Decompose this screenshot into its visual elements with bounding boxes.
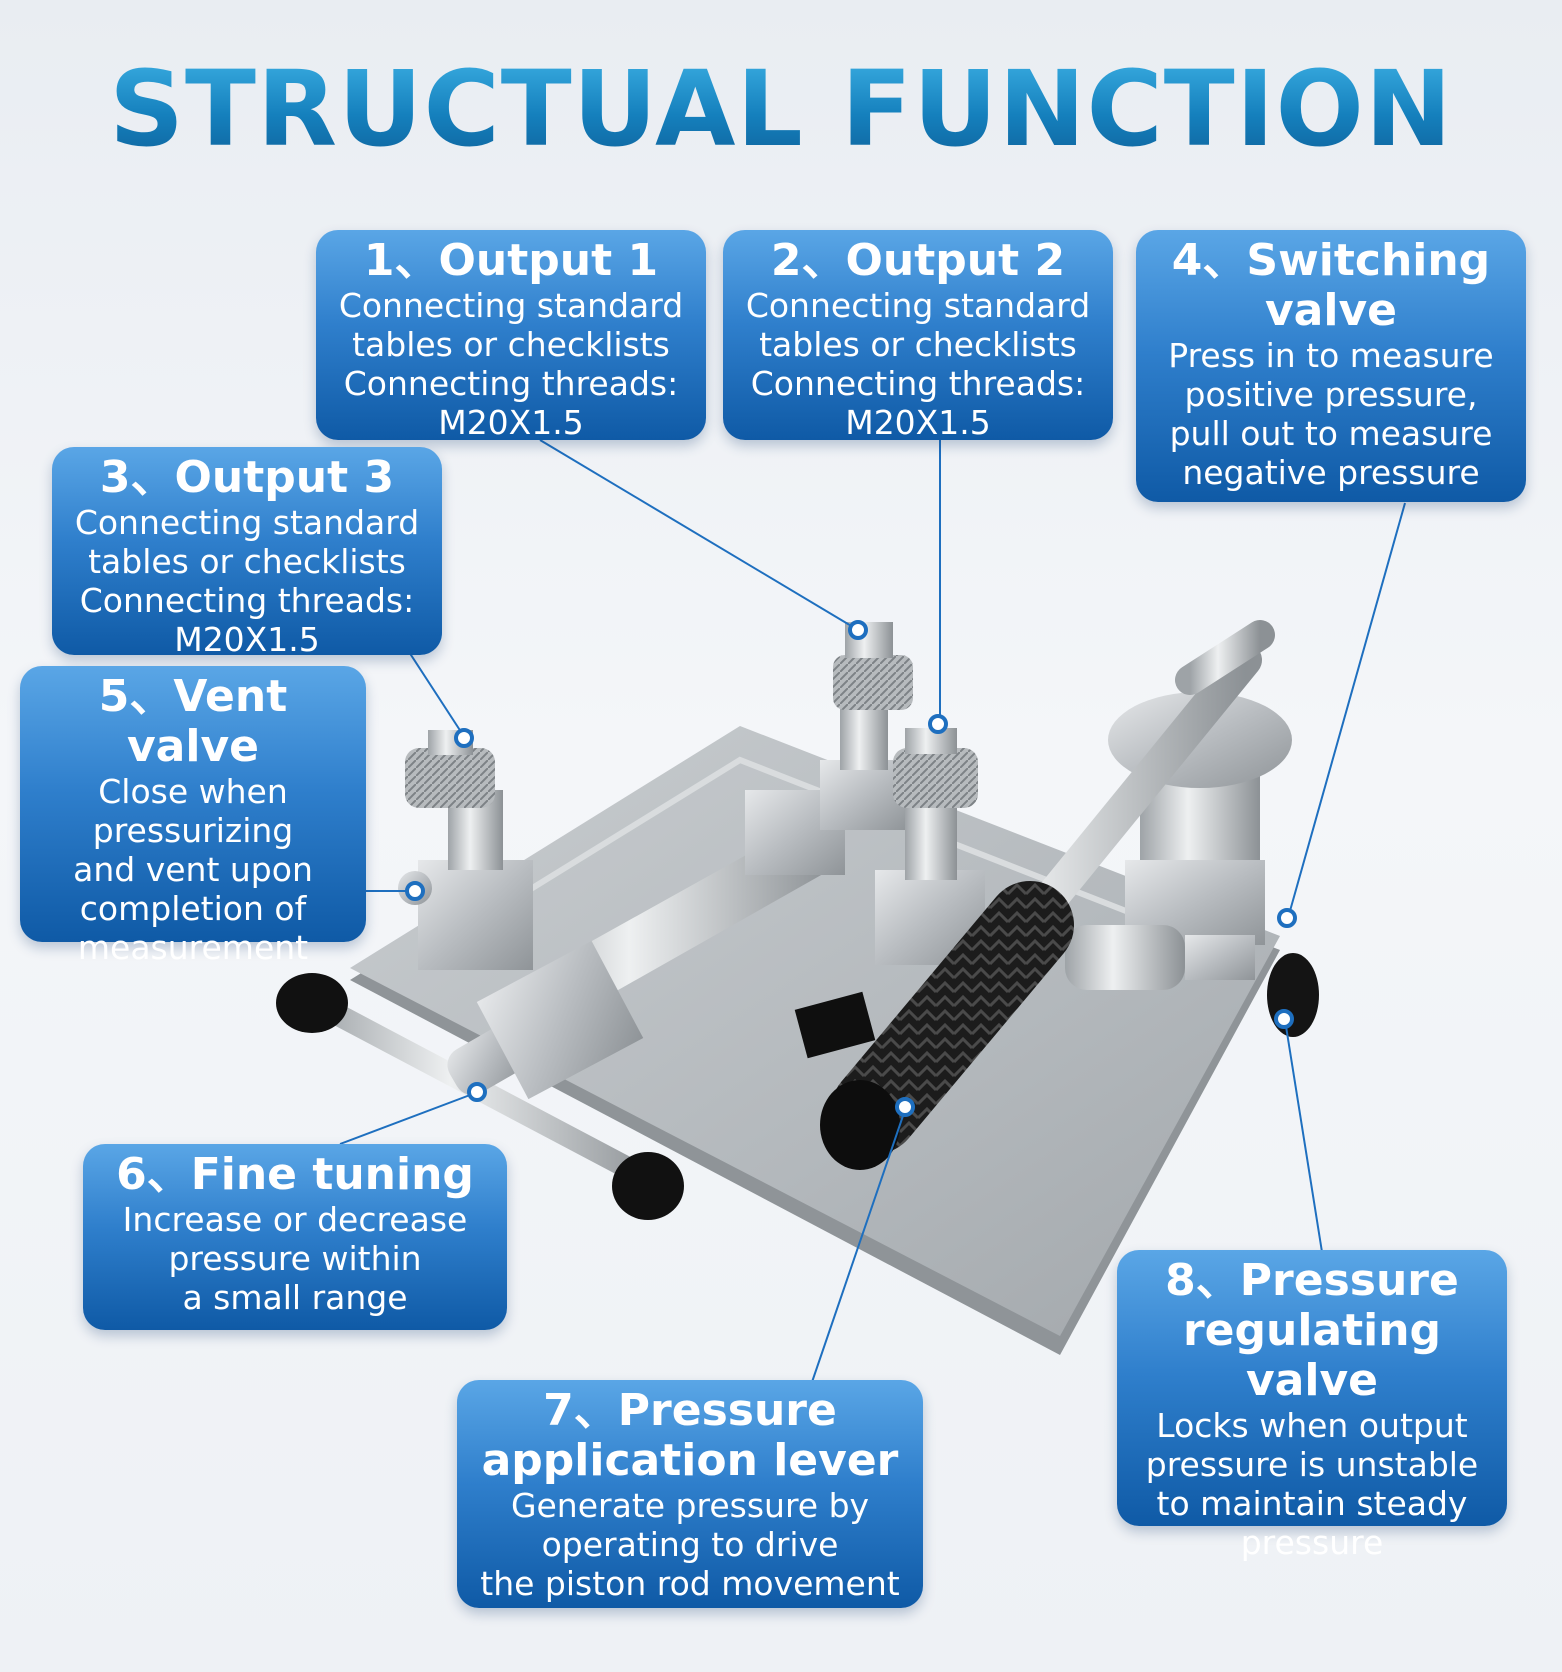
pressure-lever bbox=[794, 620, 1275, 1170]
callout-line: pressure bbox=[1240, 1523, 1384, 1562]
callout-line: the piston rod movement bbox=[480, 1564, 900, 1603]
callout-heading: 3、Output 3 bbox=[99, 452, 395, 503]
marker-output-3 bbox=[454, 728, 474, 748]
callout-heading: application lever bbox=[481, 1435, 899, 1486]
marker-switching-valve bbox=[1277, 908, 1297, 928]
callout-regulating-valve: 8、Pressure regulating valve Locks when o… bbox=[1117, 1250, 1507, 1562]
callout-line: pressure within bbox=[168, 1239, 422, 1278]
callout-heading: 8、Pressure bbox=[1165, 1255, 1459, 1306]
output-3-column bbox=[405, 730, 533, 970]
callout-line: Connecting standard bbox=[74, 503, 420, 542]
callout-line: Generate pressure by bbox=[510, 1486, 870, 1525]
callout-line: tables or checklists bbox=[88, 542, 406, 581]
callout-heading: valve bbox=[1265, 285, 1397, 336]
callout-line: Connecting standard bbox=[338, 286, 684, 325]
callout-line: Locks when output bbox=[1156, 1406, 1468, 1445]
callout-heading: 5、Vent valve bbox=[98, 671, 288, 772]
callout-line: Press in to measure bbox=[1168, 336, 1494, 375]
main-cylinder bbox=[476, 790, 845, 1100]
callout-line: Connecting threads: bbox=[79, 581, 415, 620]
callout-heading: 2、Output 2 bbox=[770, 235, 1066, 286]
callout-line: to maintain steady bbox=[1156, 1484, 1468, 1523]
callout-fine-tuning: 6、Fine tuning Increase or decrease press… bbox=[83, 1144, 507, 1330]
marker-pressure-lever bbox=[895, 1097, 915, 1117]
callout-line: negative pressure bbox=[1182, 453, 1480, 492]
callout-line: positive pressure, bbox=[1184, 375, 1478, 414]
marker-fine-tuning bbox=[467, 1082, 487, 1102]
callout-line: pressure is unstable bbox=[1145, 1445, 1479, 1484]
page-title: STRUCTUAL FUNCTION bbox=[0, 48, 1562, 170]
callout-line: measurement bbox=[77, 928, 309, 967]
callout-line: Connecting threads: bbox=[343, 364, 679, 403]
callout-heading: 1、Output 1 bbox=[363, 235, 659, 286]
callout-line: tables or checklists bbox=[759, 325, 1077, 364]
callout-line: M20X1.5 bbox=[845, 403, 991, 442]
callout-output-2: 2、Output 2 Connecting standard tables or… bbox=[723, 230, 1113, 442]
callout-line: M20X1.5 bbox=[438, 403, 584, 442]
callout-line: Increase or decrease bbox=[122, 1200, 468, 1239]
output-2-column bbox=[875, 728, 985, 965]
callout-line: completion of bbox=[79, 889, 307, 928]
callout-line: Connecting threads: bbox=[750, 364, 1086, 403]
callout-line: and vent upon bbox=[73, 850, 313, 889]
callout-line: a small range bbox=[182, 1278, 408, 1317]
marker-regulating-valve bbox=[1274, 1009, 1294, 1029]
leader-lines bbox=[339, 439, 1406, 1386]
callout-heading: 6、Fine tuning bbox=[116, 1149, 474, 1200]
callout-line: Close when bbox=[98, 772, 288, 811]
marker-output-2 bbox=[928, 714, 948, 734]
callout-line: pressurizing bbox=[92, 811, 294, 850]
callout-line: tables or checklists bbox=[352, 325, 670, 364]
callout-heading: 7、Pressure bbox=[543, 1385, 837, 1436]
callout-line: M20X1.5 bbox=[174, 620, 320, 659]
marker-vent-valve bbox=[405, 881, 425, 901]
callout-heading: 4、Switching bbox=[1171, 235, 1491, 286]
callout-line: operating to drive bbox=[541, 1525, 839, 1564]
callout-line: pull out to measure bbox=[1169, 414, 1493, 453]
marker-output-1 bbox=[848, 620, 868, 640]
callout-line: Connecting standard bbox=[745, 286, 1091, 325]
callout-vent-valve: 5、Vent valve Close when pressurizing and… bbox=[20, 666, 366, 967]
callout-output-1: 1、Output 1 Connecting standard tables or… bbox=[316, 230, 706, 442]
callout-switching-valve: 4、Switching valve Press in to measure po… bbox=[1136, 230, 1526, 502]
callout-output-3: 3、Output 3 Connecting standard tables or… bbox=[52, 447, 442, 659]
callout-heading: regulating valve bbox=[1182, 1305, 1442, 1406]
callout-pressure-lever: 7、Pressure application lever Generate pr… bbox=[457, 1380, 923, 1608]
